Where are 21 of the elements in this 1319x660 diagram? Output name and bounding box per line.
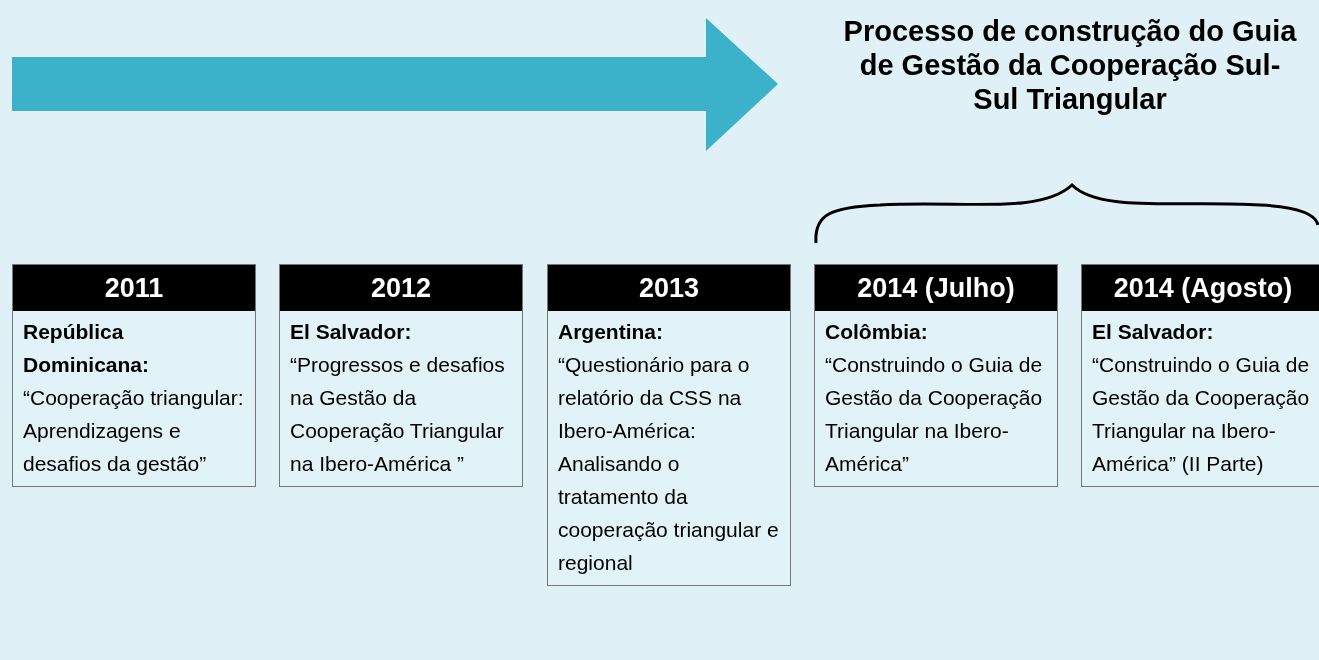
year-band: 2011 — [13, 265, 255, 311]
timeline-card — [814, 264, 1058, 487]
year-band: 2014 (Agosto) — [1082, 265, 1319, 311]
country-heading: Colômbia: — [824, 319, 929, 345]
event-description: “Cooperação triangular: Aprendizagens e desafios da gestão” — [22, 385, 245, 477]
year-band: 2013 — [548, 265, 790, 311]
event-description: “Construindo o Guia de Gestão da Cooperação Triangular na Ibero-América” — [824, 352, 1044, 477]
event-description: “Progressos e desafios na Gestão da Cooperação Triangular na Ibero-América ” — [289, 352, 506, 477]
year-band: 2012 — [280, 265, 522, 311]
title: Processo de construção do Guia de Gestão da Cooperação Sul-Sul Triangular — [842, 14, 1298, 116]
year-band: 2014 (Julho) — [815, 265, 1057, 311]
timeline-card — [279, 264, 523, 487]
country-heading: El Salvador: — [1091, 319, 1215, 345]
timeline-card — [547, 264, 791, 586]
country-heading: El Salvador: — [289, 319, 413, 345]
event-description: “Construindo o Guia de Gestão da Cooperação Triangular na Ibero-América” (II Parte) — [1091, 352, 1311, 477]
country-heading: República Dominicana: — [22, 319, 151, 378]
event-description: “Questionário para o relatório da CSS na Ibero-América: Analisando o tratamento da cooperação triangular e regional — [557, 352, 780, 576]
country-heading: Argentina: — [557, 319, 664, 345]
timeline-card — [1081, 264, 1319, 487]
timeline-card — [12, 264, 256, 487]
